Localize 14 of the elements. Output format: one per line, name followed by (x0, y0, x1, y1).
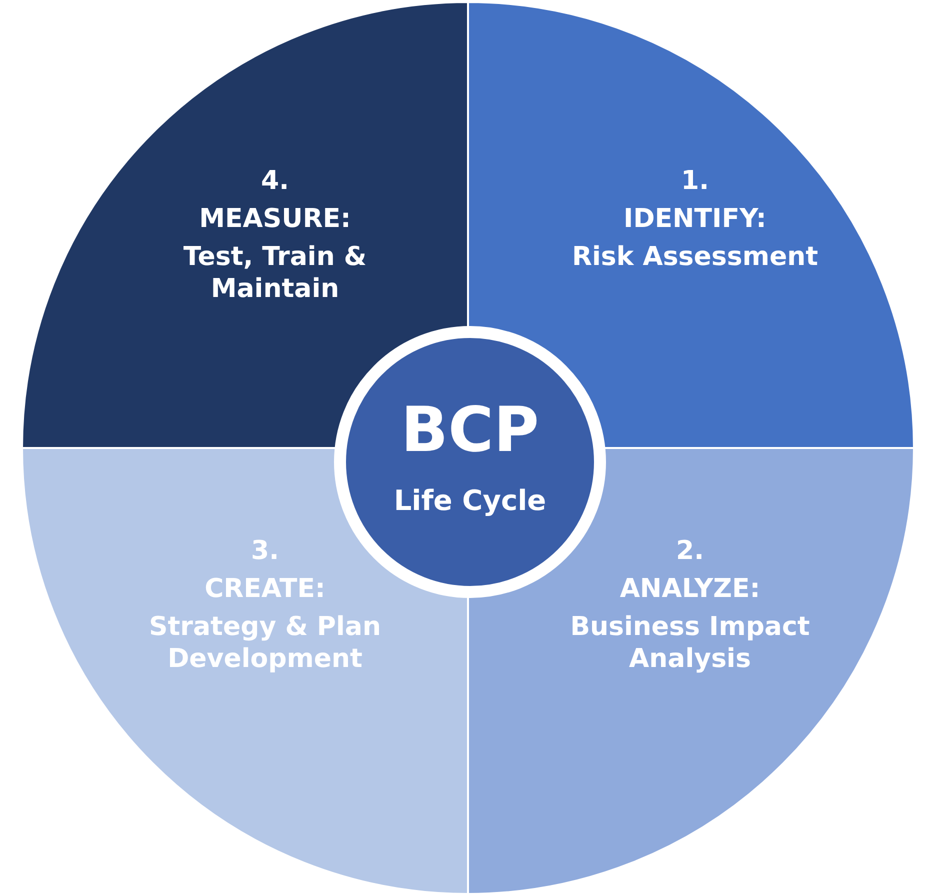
step-heading: MEASURE: (198, 202, 352, 236)
step-heading: CREATE: (204, 572, 326, 606)
center-subtitle: Life Cycle (392, 486, 548, 517)
step-description: Test, Train & Maintain (182, 240, 368, 306)
step-number: 4. (260, 165, 290, 198)
step-number: 2. (675, 535, 705, 568)
step-description: Risk Assessment (570, 240, 820, 274)
step-description: Strategy & Plan Development (148, 610, 382, 676)
center-title: BCP (400, 396, 540, 464)
step-description: Business Impact Analysis (569, 610, 811, 676)
step-number: 3. (250, 535, 280, 568)
step-number: 1. (680, 165, 710, 198)
step-heading: ANALYZE: (618, 572, 762, 606)
step-heading: IDENTIFY: (622, 202, 768, 236)
